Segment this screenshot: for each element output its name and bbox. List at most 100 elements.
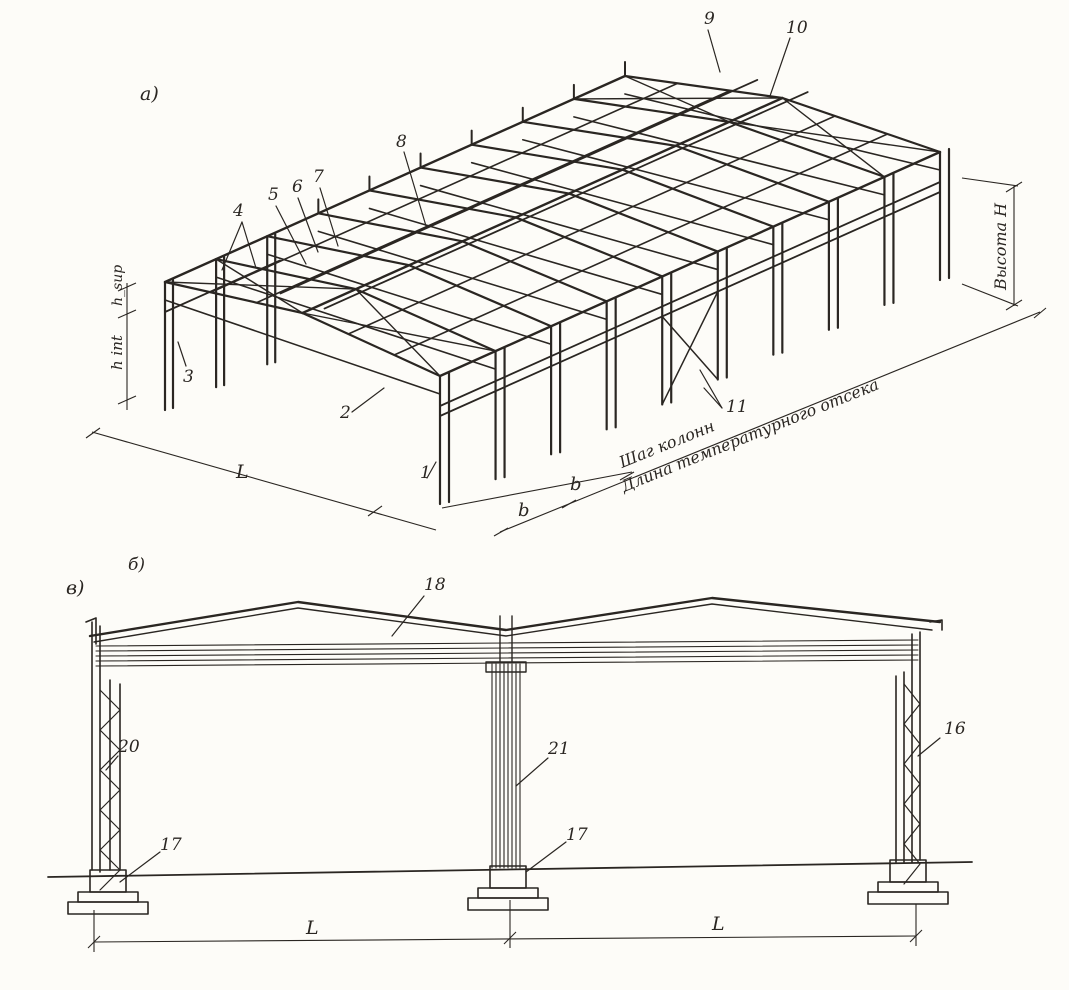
right-lattice [903,763,921,805]
roof-bracing [781,97,886,178]
section-span-right: L [711,913,725,935]
truss-top-chord [674,144,830,203]
step-b-label-1: b [518,500,530,521]
longitudinal-member [347,115,836,335]
height-dimension-left [117,282,137,410]
truss-bottom-chord [419,184,719,271]
right-foundation [877,881,939,893]
roof-bracing [215,258,304,314]
truss-bottom-chord [470,161,775,246]
callout-7: 7 [313,167,324,187]
truss-top-chord [514,216,664,278]
callout-3: 3 [183,367,194,387]
truss-line [95,659,919,667]
roof-bracing [301,312,497,352]
roof-bracing [624,75,730,123]
longitudinal-member [210,82,679,294]
truss-top-chord [215,258,357,291]
span-dimension [85,427,437,531]
left-foundation [77,891,139,903]
center-foundation [477,887,539,899]
left-lattice [99,809,121,851]
right-inner-column [895,671,905,863]
truss-top-chord [317,212,464,243]
length-dimensions [441,307,1047,537]
truss-bottom-chord [573,116,886,196]
skylight-frame [323,91,809,310]
callout-20: 20 [117,737,140,757]
left-lattice [99,769,121,811]
truss-bottom-chord [164,299,441,395]
crane-beam [439,181,941,407]
longitudinal-member [393,133,889,356]
truss-top-chord [728,120,886,178]
section-span-left: L [305,917,319,939]
longitudinal-member [438,150,942,378]
callout-17-left: 17 [160,835,182,855]
callout-leaders [177,29,791,479]
callout-17-center: 17 [566,825,588,845]
roof-bracing [573,97,784,100]
panel-v-label: в) [66,577,84,599]
vertical-bracing [661,290,719,406]
callout-16: 16 [944,719,966,739]
truss-top-chord [521,120,677,147]
callout-1: 1 [420,463,431,483]
callout-6: 6 [292,177,303,197]
left-lattice [99,689,121,731]
truss-top-chord [163,280,304,315]
truss-top-chord [470,143,624,171]
truss-top-chord [368,189,517,219]
roof-top [88,596,942,638]
truss-top-chord [408,264,553,328]
truss-top-chord [623,74,784,100]
crane-beam [439,191,941,417]
truss-line [95,644,919,652]
section-span-dimension [87,900,923,952]
panel-a-isometric-frame: а) 1 2 3 4 5 6 7 8 9 10 11 [85,9,1047,537]
left-outer-column [91,621,101,873]
left-foundation [67,901,149,915]
callout-5: 5 [268,185,279,205]
center-foundation [467,897,549,911]
truss-bottom-chord [521,138,830,221]
roof-bracing [164,281,357,290]
center-column-head [499,615,513,663]
callout-4: 4 [232,201,244,221]
callout-2: 2 [339,403,351,423]
truss-top-chord [568,192,719,253]
height-dimension-right [961,177,1023,311]
frame-members [163,61,951,506]
truss-top-chord [354,288,497,353]
left-lattice [99,729,121,771]
truss-line [95,649,919,657]
truss-top-chord [419,166,571,195]
h-sup-label: h_sup [110,265,126,306]
truss-top-chord [461,240,608,303]
longitudinal-member [301,96,784,315]
truss-bottom-chord [317,230,608,321]
ground-line [47,861,973,878]
longitudinal-member [163,74,627,284]
truss-line [95,639,919,647]
right-lattice [903,803,921,845]
height-h-label: Высота H [991,202,1010,291]
h-int-label: h int [108,334,126,370]
left-gutter [85,617,97,645]
right-gutter [929,619,943,631]
callout-10: 10 [786,18,808,38]
left-inner-column [109,679,121,871]
roof-bracing [728,121,941,153]
truss-bottom-chord [266,253,552,346]
section-members [47,596,973,915]
right-foundation [867,891,949,905]
callout-18: 18 [424,575,446,595]
right-outer-column [911,631,921,863]
right-lattice [903,683,921,725]
skylight-frame [279,79,759,295]
section-callout-leaders [105,595,941,883]
span-label: L [235,461,249,483]
truss-top-chord [572,97,731,123]
callout-11: 11 [726,397,748,417]
